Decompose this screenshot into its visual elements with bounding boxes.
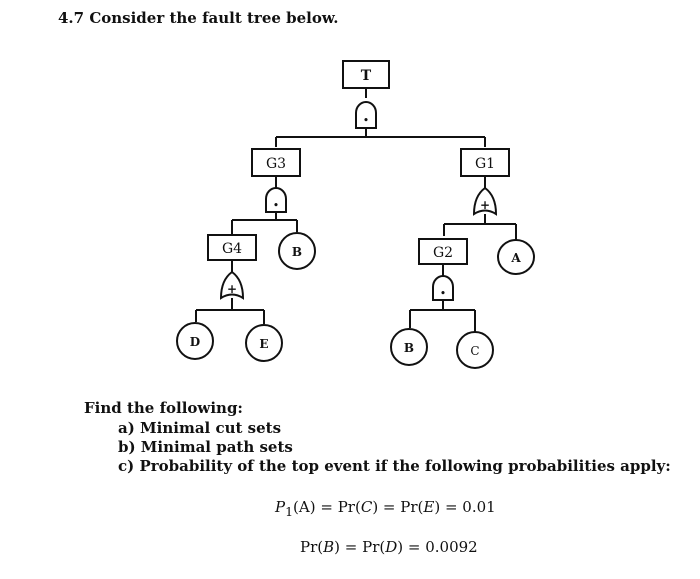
g2-event-label: G2: [433, 245, 453, 261]
and-gate-g2: [432, 275, 454, 301]
connector-g4-gate-output: [195, 298, 265, 324]
or-gate-g1: [472, 186, 498, 216]
and-gate-top: [355, 101, 377, 129]
basic-event-c: [456, 331, 494, 369]
eq2-b: B: [323, 538, 335, 556]
eq1-p-subscript: 1: [285, 504, 294, 519]
g4-gate-symbol: +: [227, 282, 237, 296]
basic-event-b-right-label: B: [404, 341, 414, 355]
g4-event-label: G4: [222, 241, 242, 257]
eq2-value: ) = 0.0092: [397, 538, 478, 556]
question-list: a) Minimal cut sets b) Minimal path sets…: [118, 419, 671, 476]
question-item-a: a) Minimal cut sets: [118, 419, 282, 437]
eq1-value: ) = 0.01: [434, 498, 496, 516]
question-item-c: c) Probability of the top event if the f…: [118, 457, 671, 475]
connector-g3-gate-output: [231, 212, 298, 234]
basic-event-c-label: C: [470, 344, 479, 358]
questions-intro: Find the following:: [84, 399, 243, 417]
g1-gate-symbol: +: [480, 198, 490, 212]
problem-heading: 4.7 Consider the fault tree below.: [58, 9, 339, 27]
g3-event-label: G3: [266, 156, 286, 172]
g1-event-box: [460, 148, 510, 177]
g3-event-box: [251, 148, 301, 177]
basic-event-e: [245, 324, 283, 362]
eq1-e: E: [423, 498, 435, 516]
basic-event-d-label: D: [190, 335, 200, 349]
connector-top-gate-output: [275, 128, 486, 147]
eq2-d: D: [385, 538, 398, 556]
top-event-label: T: [361, 68, 372, 84]
basic-event-a: [497, 239, 535, 275]
probability-equation-1: P1(A) = Pr(C) = Pr(E) = 0.01: [275, 498, 496, 519]
connector-g1-gate-output: [443, 214, 517, 240]
and-gate-g3: [265, 187, 287, 213]
connector-g2-gate-output: [409, 300, 476, 332]
top-event-box: [342, 60, 390, 89]
probability-equation-2: Pr(B) = Pr(D) = 0.0092: [300, 538, 478, 556]
g1-event-label: G1: [475, 156, 495, 172]
fault-tree-diagram: • • • + + T G3 G1 G4 G2 B A D E B C: [176, 60, 535, 369]
eq2-text-1: Pr(: [300, 538, 324, 556]
g2-event-box: [418, 238, 468, 265]
eq2-text-2: ) = Pr(: [334, 538, 386, 556]
basic-event-b-left: [278, 232, 316, 270]
basic-event-a-label: A: [510, 251, 521, 265]
question-item-b: b) Minimal path sets: [118, 438, 293, 456]
basic-event-b-left-label: B: [292, 245, 302, 259]
g4-event-box: [207, 234, 257, 261]
g2-gate-symbol: •: [440, 287, 447, 300]
basic-event-d: [176, 322, 214, 360]
top-gate-symbol: •: [363, 114, 370, 127]
eq1-a: (A): [293, 498, 316, 516]
eq1-p: P: [275, 498, 286, 516]
g3-gate-symbol: •: [273, 199, 280, 212]
basic-event-b-right: [390, 328, 428, 366]
or-gate-g4: [219, 270, 245, 300]
basic-event-e-label: E: [259, 337, 268, 351]
eq1-c: C: [360, 498, 373, 516]
eq1-text-2: ) = Pr(: [372, 498, 424, 516]
eq1-text-1: = Pr(: [315, 498, 361, 516]
